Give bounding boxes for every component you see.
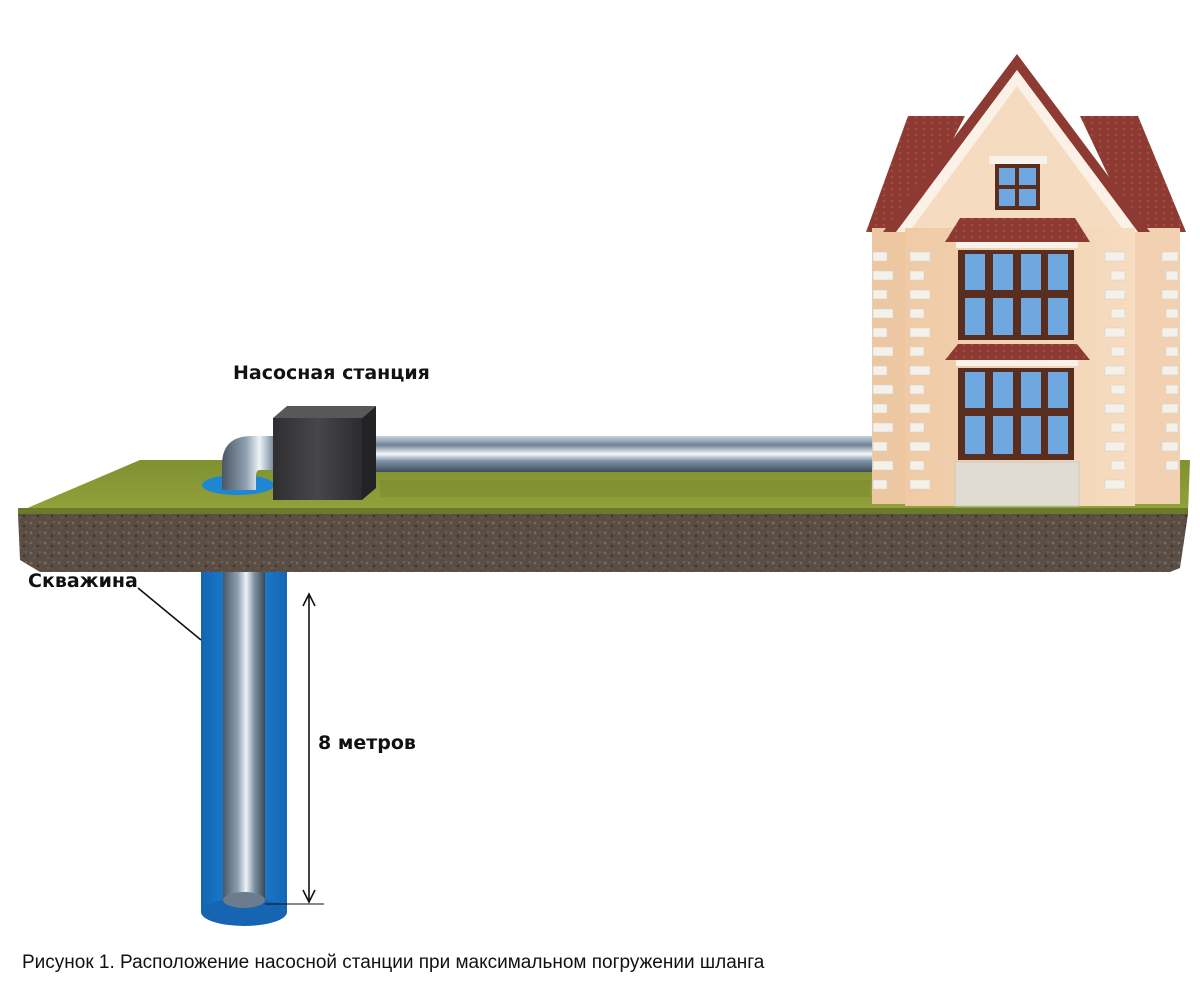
depth-label: 8 метров [318, 732, 416, 754]
suction-pipe [223, 572, 265, 900]
upper-window [958, 250, 1074, 340]
gable-trim [896, 70, 1138, 232]
roof-left [866, 116, 965, 232]
quoins-right [1104, 251, 1179, 490]
upper-bay-cornice [956, 242, 1078, 248]
horizontal-pipe [362, 436, 874, 472]
figure-caption: Рисунок 1. Расположение насосной станции… [22, 952, 765, 973]
upper-bay-roof [945, 218, 1090, 242]
quoins-left [872, 251, 931, 490]
well-leader-line [137, 587, 202, 641]
pump-top [273, 406, 376, 418]
lower-window [958, 368, 1074, 460]
lower-bay-roof [945, 344, 1090, 360]
roof-right [1080, 116, 1186, 232]
arrow-up-icon [302, 592, 316, 607]
well-label: Скважина [28, 570, 138, 592]
pump-station-label: Насосная станция [233, 362, 430, 384]
suction-pipe-end [223, 892, 265, 908]
attic-window [989, 156, 1047, 210]
well [201, 475, 287, 926]
grass-edge [18, 508, 1188, 514]
pump-station[interactable] [273, 406, 376, 500]
grass-shadow-strip [380, 480, 870, 497]
depth-dimension [265, 592, 324, 905]
well-bottom [201, 898, 287, 926]
pump-side [362, 406, 376, 500]
lower-bay-cornice [956, 360, 1078, 366]
house-plinth [954, 461, 1080, 507]
soil-layer [18, 514, 1188, 572]
arrow-down-icon [302, 889, 316, 904]
pump-front [273, 418, 362, 500]
house [866, 54, 1186, 507]
